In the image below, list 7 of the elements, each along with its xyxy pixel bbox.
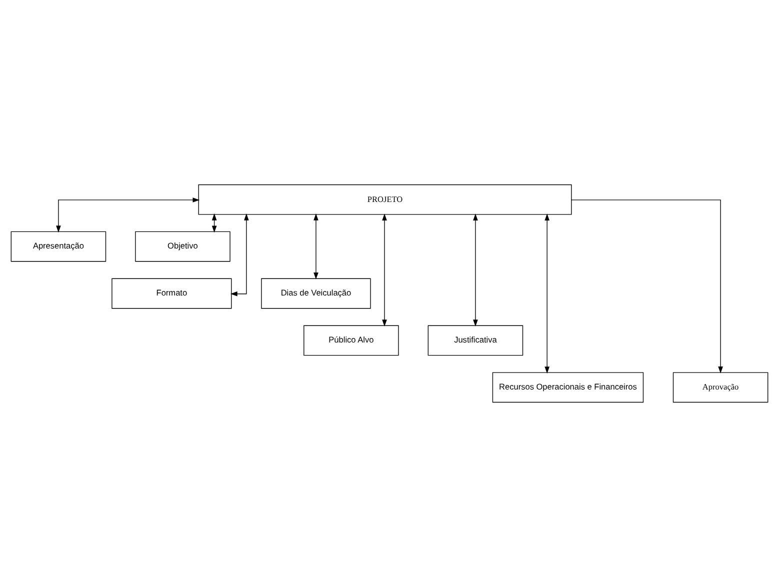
arrow <box>571 199 723 373</box>
arrow <box>314 212 318 279</box>
arrow <box>382 213 387 326</box>
arrow <box>56 197 200 232</box>
arrow <box>473 213 478 326</box>
arrow <box>544 213 550 374</box>
arrow <box>230 213 249 296</box>
